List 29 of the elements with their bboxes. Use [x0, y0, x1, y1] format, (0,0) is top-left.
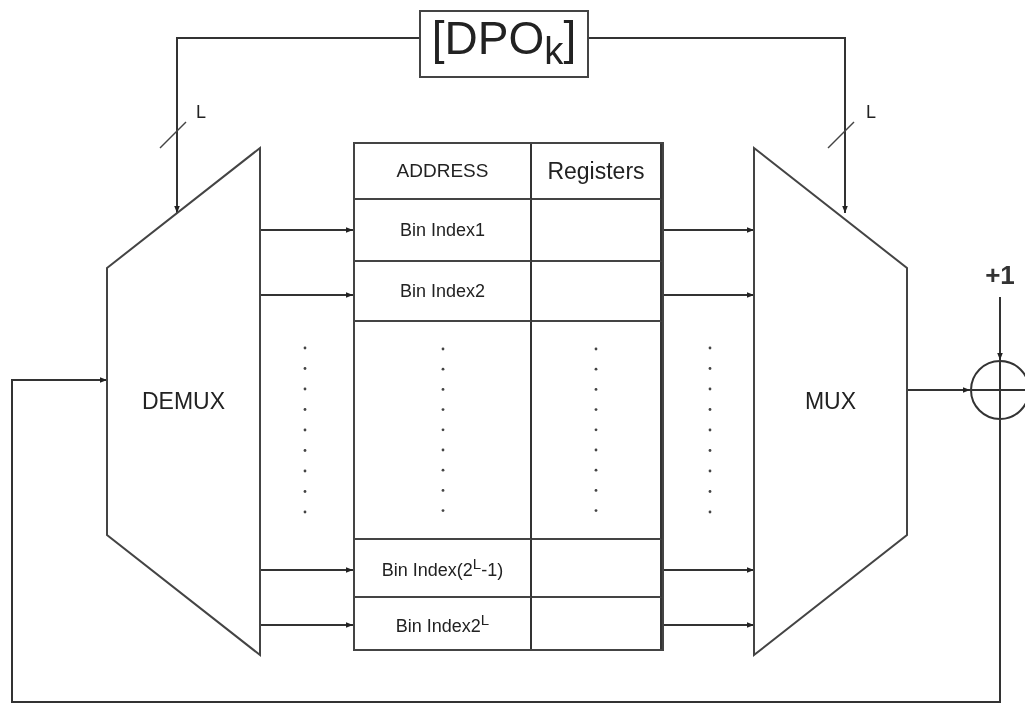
table-cell: Bin Index(2$^{L}$-1) — [355, 540, 532, 598]
empty-cell — [532, 262, 662, 322]
connector-arrow — [11, 377, 1001, 703]
connector-arrow — [174, 37, 420, 214]
connector-arrow — [588, 37, 848, 214]
connector-arrow — [663, 567, 755, 573]
connector-arrow — [663, 227, 755, 233]
empty-cell — [355, 322, 532, 540]
block-box: [DPO$_{k}$] — [419, 10, 589, 78]
table-cell: ADDRESS — [355, 144, 532, 200]
empty-cell — [532, 200, 662, 262]
memory-table — [353, 142, 664, 651]
connector-arrow — [663, 292, 755, 298]
table-cell: Registers — [532, 144, 662, 200]
constant-label: +1 — [980, 255, 1020, 295]
bus-width-label: L — [196, 102, 206, 123]
multiplexer-block — [754, 148, 907, 655]
block-label: MUX — [804, 388, 857, 415]
table-cell: Bin Index2 — [355, 262, 532, 322]
demultiplexer-block — [107, 148, 260, 655]
table-cell: Bin Index1 — [355, 200, 532, 262]
bus-width-label: L — [866, 102, 876, 123]
empty-cell — [532, 322, 662, 540]
connector-arrow — [997, 296, 1003, 361]
empty-cell — [532, 540, 662, 598]
table-cell: Bin Index2$^{L}$ — [355, 598, 532, 649]
block-label: DEMUX — [141, 388, 226, 415]
connector-arrow — [663, 622, 755, 628]
adder-symbol — [970, 360, 1025, 420]
